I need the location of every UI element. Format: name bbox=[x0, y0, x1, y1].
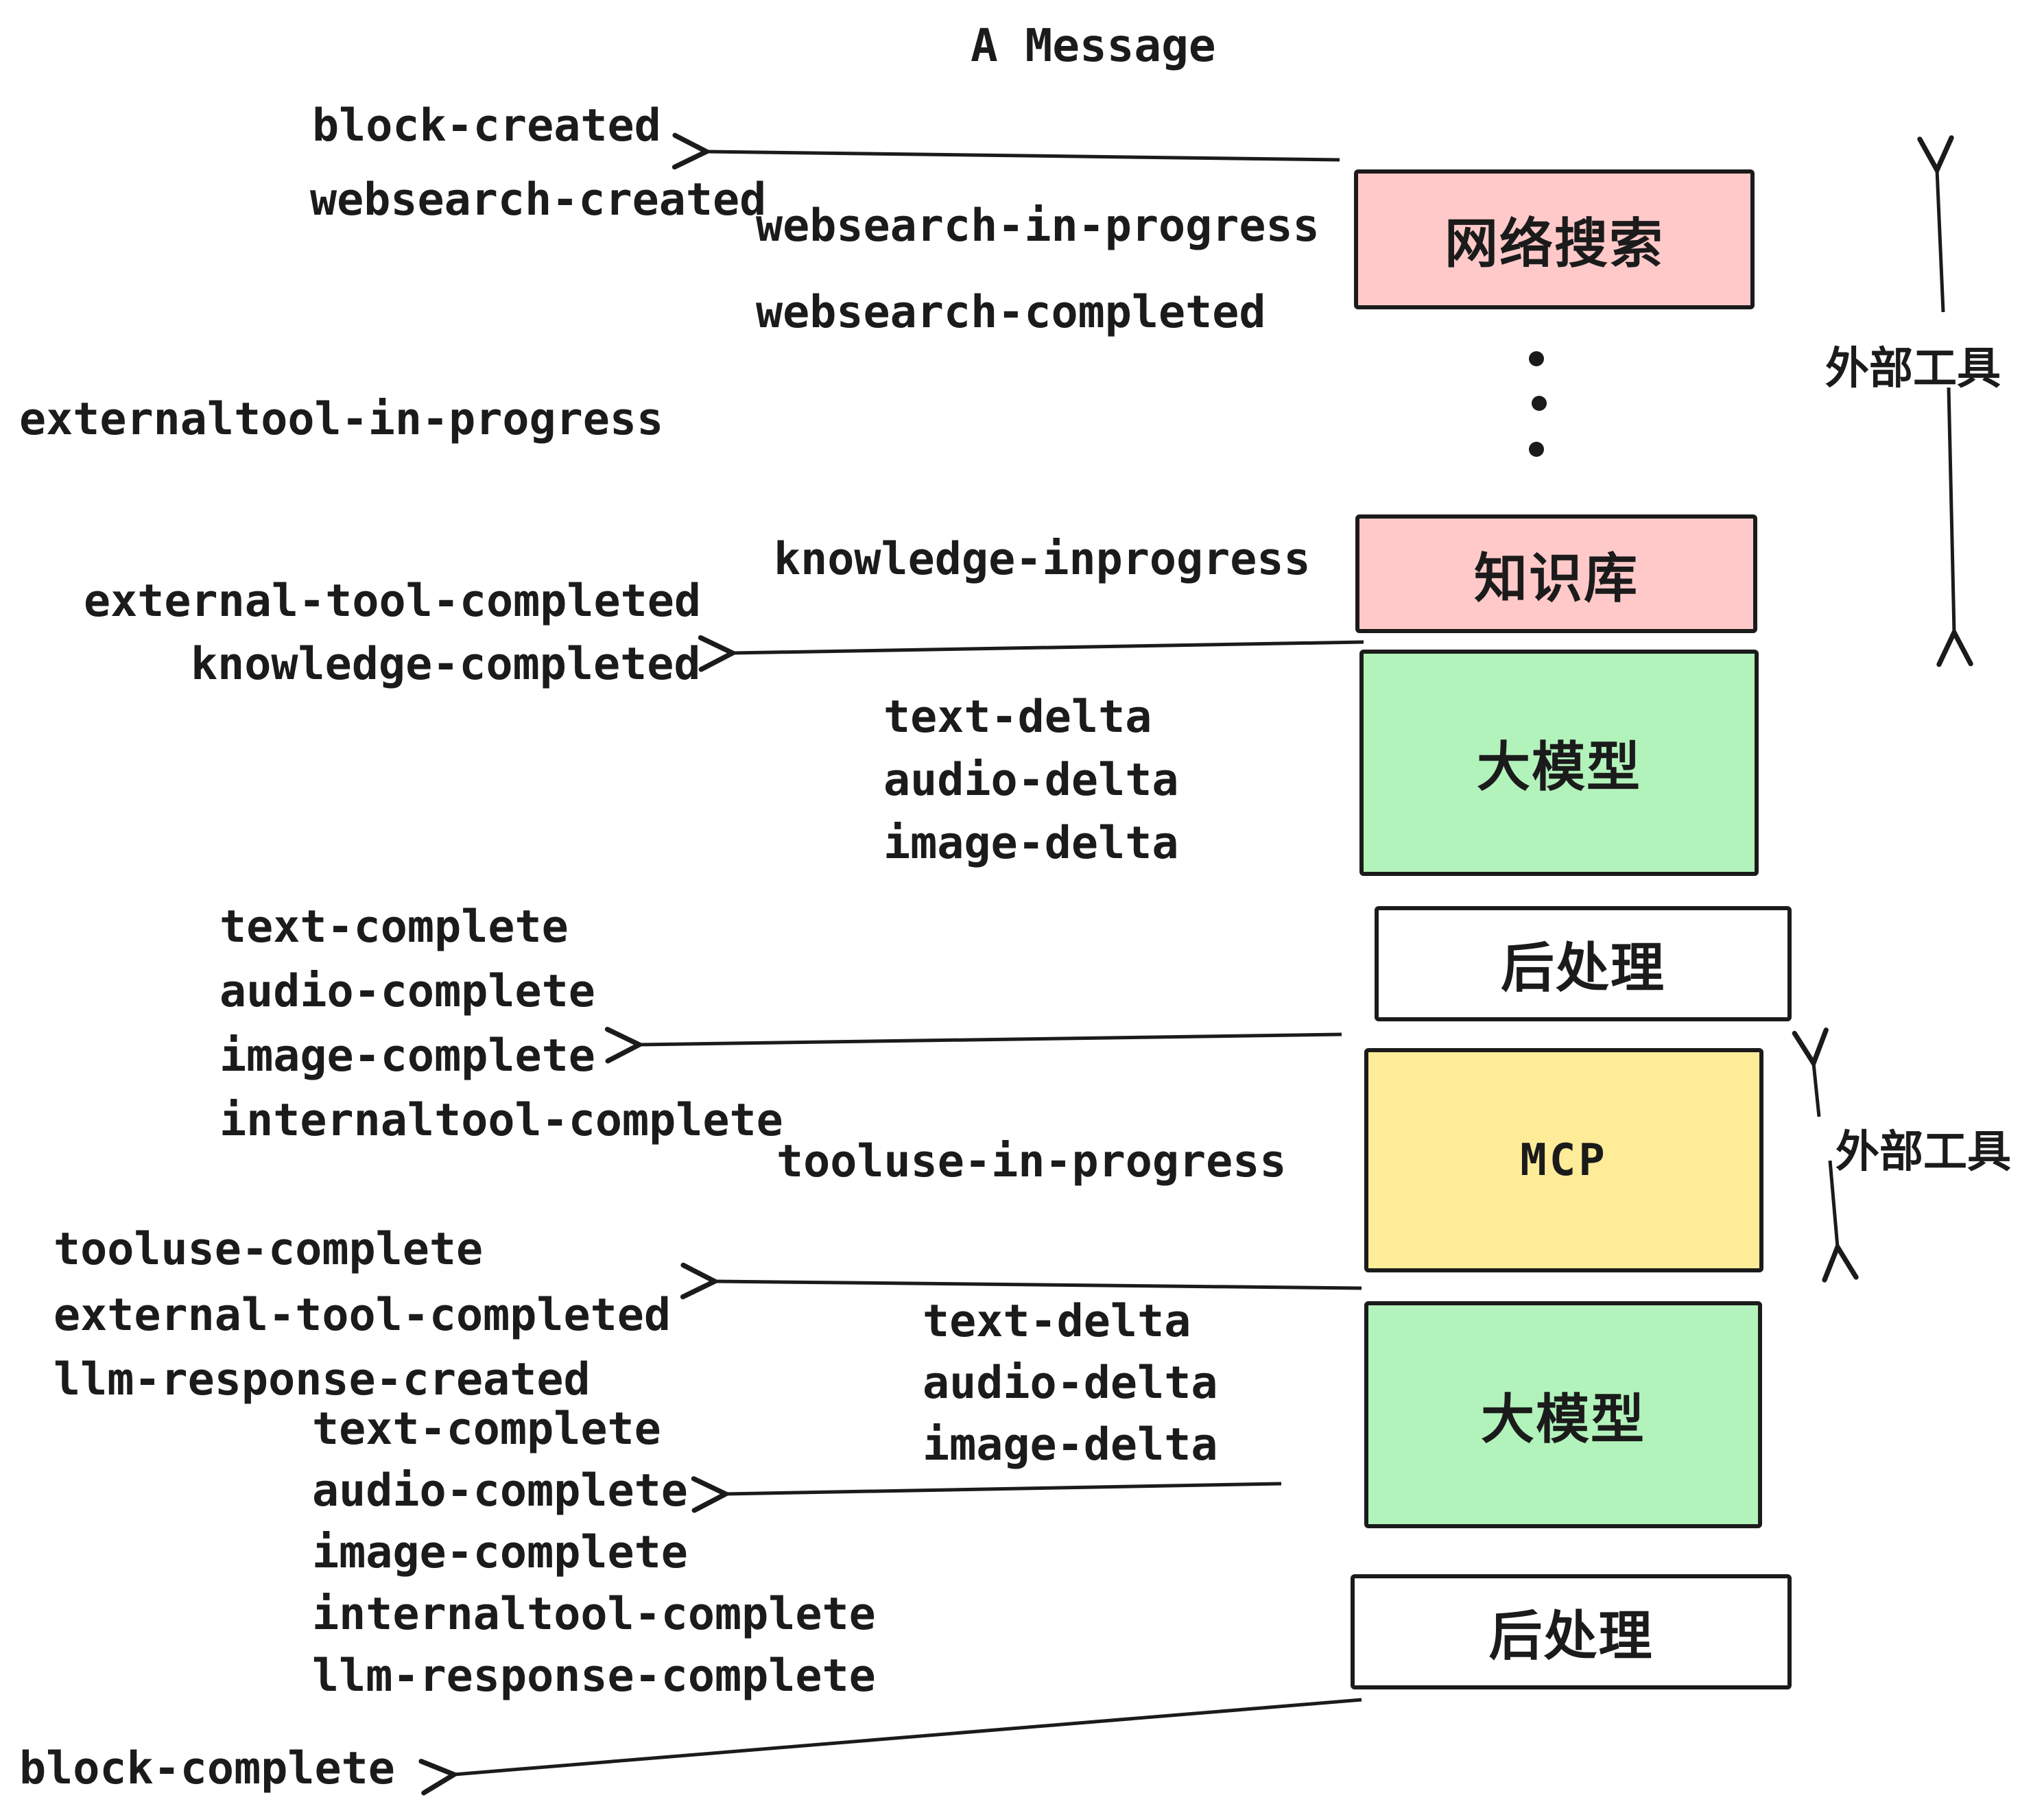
event-internaltool-complete-1: internaltool-complete bbox=[219, 1095, 783, 1146]
external-tools-label-top: 外部工具 bbox=[1825, 344, 2001, 394]
mcp-box-label: MCP bbox=[1520, 1135, 1608, 1186]
llm-box-2: 大模型 bbox=[1364, 1301, 1762, 1528]
event-tooluse-in-progress: tooluse-in-progress bbox=[776, 1136, 1287, 1187]
websearch-box: 网络搜索 bbox=[1354, 169, 1755, 309]
external-tools-up-arrow bbox=[1917, 135, 1954, 313]
event-external-tool-completed-2: external-tool-completed bbox=[54, 1290, 672, 1341]
event-websearch-created: websearch-created bbox=[310, 174, 767, 226]
event-internaltool-complete-2: internaltool-complete bbox=[312, 1589, 876, 1640]
postprocess-box-1-label: 后处理 bbox=[1500, 938, 1665, 999]
knowledge-box: 知识库 bbox=[1355, 514, 1757, 633]
arrow-post1-to-image-complete bbox=[604, 1026, 1342, 1064]
event-audio-delta-1: audio-delta bbox=[883, 755, 1179, 806]
knowledge-box-label: 知识库 bbox=[1473, 547, 1639, 610]
event-tooluse-complete: tooluse-complete bbox=[54, 1224, 484, 1275]
event-external-tool-completed: external-tool-completed bbox=[84, 575, 702, 627]
event-audio-delta-2: audio-delta bbox=[923, 1357, 1218, 1409]
event-text-complete-2: text-complete bbox=[312, 1403, 661, 1455]
external-tools-mcp-up-arrow bbox=[1792, 1028, 1829, 1117]
arrow-llm1-to-knowledge-completed bbox=[698, 635, 1364, 672]
event-block-complete: block-complete bbox=[19, 1743, 395, 1794]
postprocess-box-2: 后处理 bbox=[1351, 1574, 1792, 1689]
event-text-delta-1: text-delta bbox=[883, 691, 1152, 743]
arrow-mcp-to-tooluse-complete bbox=[680, 1262, 1362, 1300]
external-tools-label-mcp: 外部工具 bbox=[1835, 1127, 2011, 1178]
ellipsis-dots bbox=[1529, 351, 1547, 457]
event-image-delta-2: image-delta bbox=[923, 1419, 1218, 1471]
event-text-delta-2: text-delta bbox=[923, 1296, 1191, 1347]
postprocess-box-2-label: 后处理 bbox=[1488, 1606, 1654, 1667]
arrow-post2-to-block-complete bbox=[418, 1698, 1362, 1796]
event-externaltool-in-progress: externaltool-in-progress bbox=[19, 394, 664, 445]
mcp-box: MCP bbox=[1364, 1048, 1763, 1272]
llm-box-2-label: 大模型 bbox=[1480, 1388, 1645, 1451]
event-block-created: block-created bbox=[312, 100, 661, 152]
external-tools-down-arrow bbox=[1936, 387, 1973, 667]
llm-box-1: 大模型 bbox=[1359, 650, 1759, 876]
event-knowledge-inprogress: knowledge-inprogress bbox=[774, 534, 1311, 585]
event-websearch-completed: websearch-completed bbox=[756, 287, 1266, 338]
postprocess-box-1: 后处理 bbox=[1375, 906, 1792, 1021]
event-text-complete-1: text-complete bbox=[219, 901, 569, 953]
event-websearch-in-progress: websearch-in-progress bbox=[756, 200, 1320, 252]
event-image-complete-2: image-complete bbox=[312, 1527, 688, 1578]
page-title: A Message bbox=[971, 19, 1216, 72]
event-audio-complete-2: audio-complete bbox=[312, 1465, 688, 1517]
event-llm-response-complete: llm-response-complete bbox=[312, 1650, 876, 1702]
event-image-complete-1: image-complete bbox=[219, 1030, 595, 1082]
websearch-box-label: 网络搜索 bbox=[1444, 213, 1664, 275]
event-llm-response-created: llm-response-created bbox=[54, 1354, 591, 1405]
llm-box-1-label: 大模型 bbox=[1476, 737, 1641, 798]
arrow-websearch-to-block-created bbox=[672, 132, 1340, 170]
arrow-llm2-to-audio-complete bbox=[691, 1476, 1282, 1513]
event-audio-complete-1: audio-complete bbox=[219, 966, 595, 1017]
event-image-delta-1: image-delta bbox=[883, 818, 1179, 869]
event-knowledge-completed: knowledge-completed bbox=[191, 639, 701, 690]
